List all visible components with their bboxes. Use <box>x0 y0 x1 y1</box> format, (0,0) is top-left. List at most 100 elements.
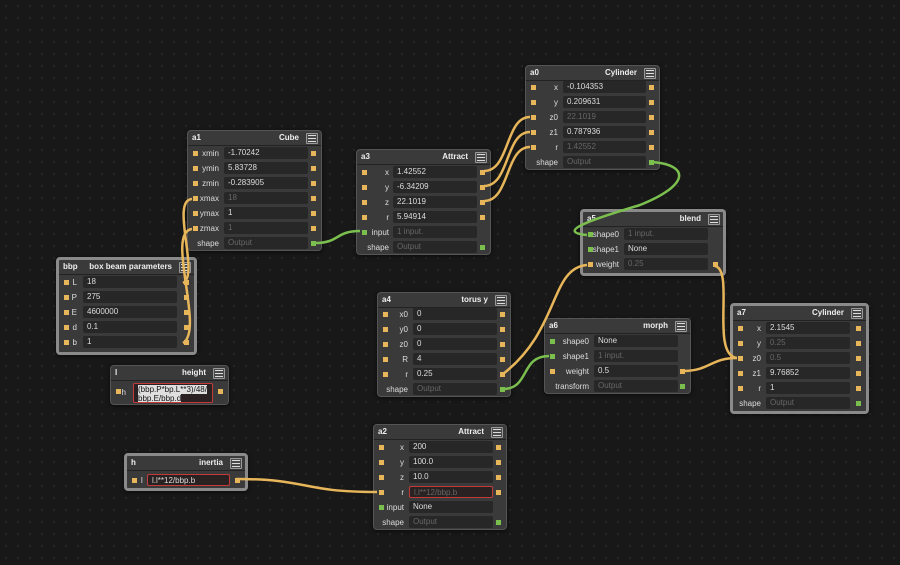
input-port[interactable] <box>531 85 536 90</box>
output-port[interactable] <box>311 166 316 171</box>
input-port[interactable] <box>193 196 198 201</box>
output-port[interactable] <box>500 357 505 362</box>
param-field[interactable]: 9.76852 <box>766 367 850 379</box>
output-port[interactable] <box>480 200 485 205</box>
menu-icon[interactable] <box>179 262 191 273</box>
param-field[interactable]: 1 <box>83 336 177 348</box>
node-a2-attract[interactable]: a2 Attract x 200 y 100.0 z 10.0 r l.l**1… <box>373 424 507 530</box>
menu-icon[interactable] <box>491 427 503 438</box>
node-header[interactable]: a5 blend <box>583 212 723 227</box>
input-port[interactable] <box>379 475 384 480</box>
param-field[interactable]: 18 <box>224 192 308 204</box>
output-port[interactable] <box>184 310 189 315</box>
input-port[interactable] <box>738 356 743 361</box>
node-a1-cube[interactable]: a1 Cube xmin -1.70242 ymin 5.83728 zmin … <box>187 130 322 251</box>
output-port[interactable] <box>184 325 189 330</box>
output-port[interactable] <box>680 384 685 389</box>
input-port[interactable] <box>64 295 69 300</box>
param-field[interactable]: 0.25 <box>413 368 497 380</box>
param-field[interactable]: 5.94914 <box>393 211 477 223</box>
input-port[interactable] <box>193 151 198 156</box>
param-field[interactable]: 5.83728 <box>224 162 308 174</box>
output-port[interactable] <box>500 312 505 317</box>
output-port[interactable] <box>680 369 685 374</box>
param-field[interactable]: 0 <box>413 338 497 350</box>
output-port[interactable] <box>649 115 654 120</box>
output-port[interactable] <box>856 356 861 361</box>
param-field[interactable]: 22.1019 <box>563 111 646 123</box>
param-field[interactable]: 1 <box>224 222 308 234</box>
output-port[interactable] <box>184 340 189 345</box>
input-port[interactable] <box>738 371 743 376</box>
menu-icon[interactable] <box>230 458 242 469</box>
param-field[interactable]: 0 <box>413 308 497 320</box>
output-port[interactable] <box>649 130 654 135</box>
output-port[interactable] <box>496 460 501 465</box>
output-port[interactable] <box>311 211 316 216</box>
output-port[interactable] <box>480 215 485 220</box>
param-field[interactable]: -6.34209 <box>393 181 477 193</box>
input-port[interactable] <box>362 215 367 220</box>
output-port[interactable] <box>500 342 505 347</box>
input-port[interactable] <box>383 372 388 377</box>
input-port[interactable] <box>116 389 121 394</box>
output-port[interactable] <box>311 151 316 156</box>
node-header[interactable]: bbp box beam parameters <box>59 260 194 275</box>
param-field[interactable]: 4 <box>413 353 497 365</box>
node-header[interactable]: a1 Cube <box>188 131 321 146</box>
output-port[interactable] <box>649 100 654 105</box>
node-a6-morph[interactable]: a6 morph shape0 None shape1 1 input. wei… <box>544 318 691 394</box>
param-field[interactable]: l.l**12/bbp.b <box>409 486 493 498</box>
input-port[interactable] <box>588 262 593 267</box>
param-field[interactable]: 1 <box>224 207 308 219</box>
param-field[interactable]: 10.0 <box>409 471 493 483</box>
param-field[interactable]: 100.0 <box>409 456 493 468</box>
node-a4-torus-y[interactable]: a4 torus y x0 0 y0 0 z0 0 R 4 r 0.25 sha… <box>377 292 511 397</box>
input-port[interactable] <box>379 505 384 510</box>
param-field[interactable]: 2.1545 <box>766 322 850 334</box>
output-port[interactable] <box>713 262 718 267</box>
param-field[interactable]: 4600000 <box>83 306 177 318</box>
input-port[interactable] <box>193 181 198 186</box>
node-header[interactable]: a7 Cylinder <box>733 306 866 321</box>
input-port[interactable] <box>738 386 743 391</box>
input-port[interactable] <box>193 166 198 171</box>
node-header[interactable]: a3 Attract <box>357 150 490 165</box>
input-port[interactable] <box>383 327 388 332</box>
input-port[interactable] <box>362 230 367 235</box>
input-port[interactable] <box>738 326 743 331</box>
output-port[interactable] <box>218 389 223 394</box>
input-port[interactable] <box>531 145 536 150</box>
input-port[interactable] <box>64 280 69 285</box>
output-port[interactable] <box>856 326 861 331</box>
param-field[interactable]: -0.283905 <box>224 177 308 189</box>
input-port[interactable] <box>738 341 743 346</box>
node-header[interactable]: a0 Cylinder <box>526 66 659 81</box>
input-port[interactable] <box>362 185 367 190</box>
node-header[interactable]: h inertia <box>127 456 245 471</box>
input-port[interactable] <box>531 100 536 105</box>
output-port[interactable] <box>480 170 485 175</box>
menu-icon[interactable] <box>495 295 507 306</box>
param-field[interactable]: 0.1 <box>83 321 177 333</box>
param-field[interactable]: 0.5 <box>594 365 678 377</box>
input-port[interactable] <box>588 247 593 252</box>
output-port[interactable] <box>649 160 654 165</box>
input-port[interactable] <box>362 170 367 175</box>
output-port[interactable] <box>496 520 501 525</box>
param-field[interactable]: 275 <box>83 291 177 303</box>
output-port[interactable] <box>500 387 505 392</box>
input-port[interactable] <box>379 460 384 465</box>
output-port[interactable] <box>856 386 861 391</box>
node-bbp-box-beam-parameters[interactable]: bbp box beam parameters L 18 P 275 E 460… <box>56 257 197 355</box>
output-port[interactable] <box>500 327 505 332</box>
output-port[interactable] <box>235 478 240 483</box>
input-port[interactable] <box>383 357 388 362</box>
param-field[interactable]: 0 <box>413 323 497 335</box>
output-port[interactable] <box>480 185 485 190</box>
param-field[interactable]: 18 <box>83 276 177 288</box>
input-port[interactable] <box>383 312 388 317</box>
input-port[interactable] <box>193 226 198 231</box>
output-port[interactable] <box>311 241 316 246</box>
node-header[interactable]: a2 Attract <box>374 425 506 440</box>
